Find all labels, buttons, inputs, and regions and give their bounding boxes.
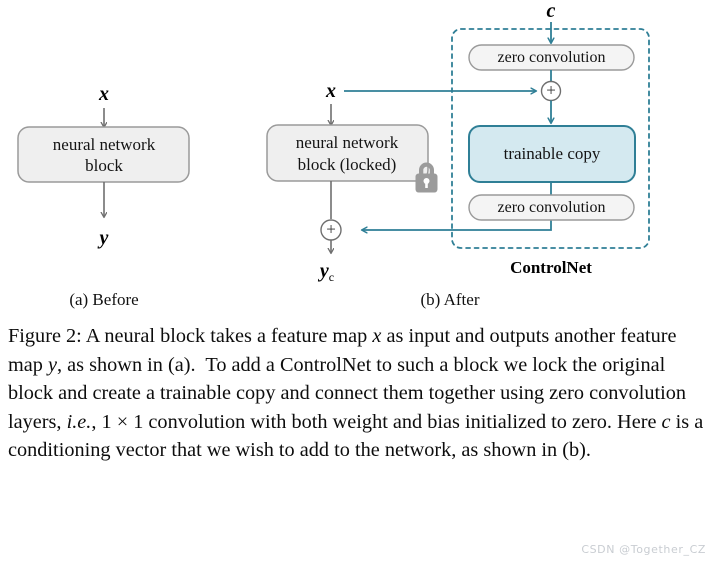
panel-b-input-label: x bbox=[325, 80, 336, 102]
trainable-copy-box bbox=[468, 125, 636, 183]
lock-icon bbox=[415, 162, 438, 193]
panel-b-block-line1: neural network bbox=[296, 133, 399, 152]
zero-convolution-top-label: zero convolution bbox=[498, 49, 606, 66]
trainable-copy-label: trainable copy bbox=[504, 144, 601, 163]
add-node-top-symbol: + bbox=[546, 80, 556, 99]
panel-a-before: x neural network block y (a) Before bbox=[17, 83, 190, 309]
zero-convolution-bottom-label: zero convolution bbox=[498, 199, 606, 216]
panel-b-output-label: yc bbox=[318, 260, 334, 284]
panel-b-condition-label: c bbox=[547, 0, 556, 22]
panel-a-sublabel: (a) Before bbox=[69, 290, 138, 309]
add-node-bottom-symbol: + bbox=[326, 219, 336, 238]
panel-b-block-line2: block (locked) bbox=[298, 155, 397, 174]
figure-diagram: x neural network block y (a) Before c bbox=[17, 0, 650, 309]
csdn-watermark: CSDN @Together_CZ bbox=[581, 543, 706, 556]
zero-convolution-bottom-box bbox=[468, 194, 635, 221]
controlnet-diagram-svg: x neural network block y (a) Before c bbox=[17, 0, 650, 309]
controlnet-label: ControlNet bbox=[510, 258, 592, 277]
figure-caption: Figure 2: A neural block takes a feature… bbox=[8, 325, 709, 462]
panel-a-output-label: y bbox=[98, 227, 109, 249]
panel-b-neural-block-locked bbox=[266, 124, 429, 182]
panel-b-after: c zero convolution x + trainable copy bbox=[266, 0, 650, 309]
panel-b-sublabel: (b) After bbox=[420, 290, 479, 309]
panel-a-input-label: x bbox=[98, 83, 109, 105]
panel-a-block-line2: block bbox=[85, 156, 123, 175]
panel-a-block-line1: neural network bbox=[53, 135, 156, 154]
